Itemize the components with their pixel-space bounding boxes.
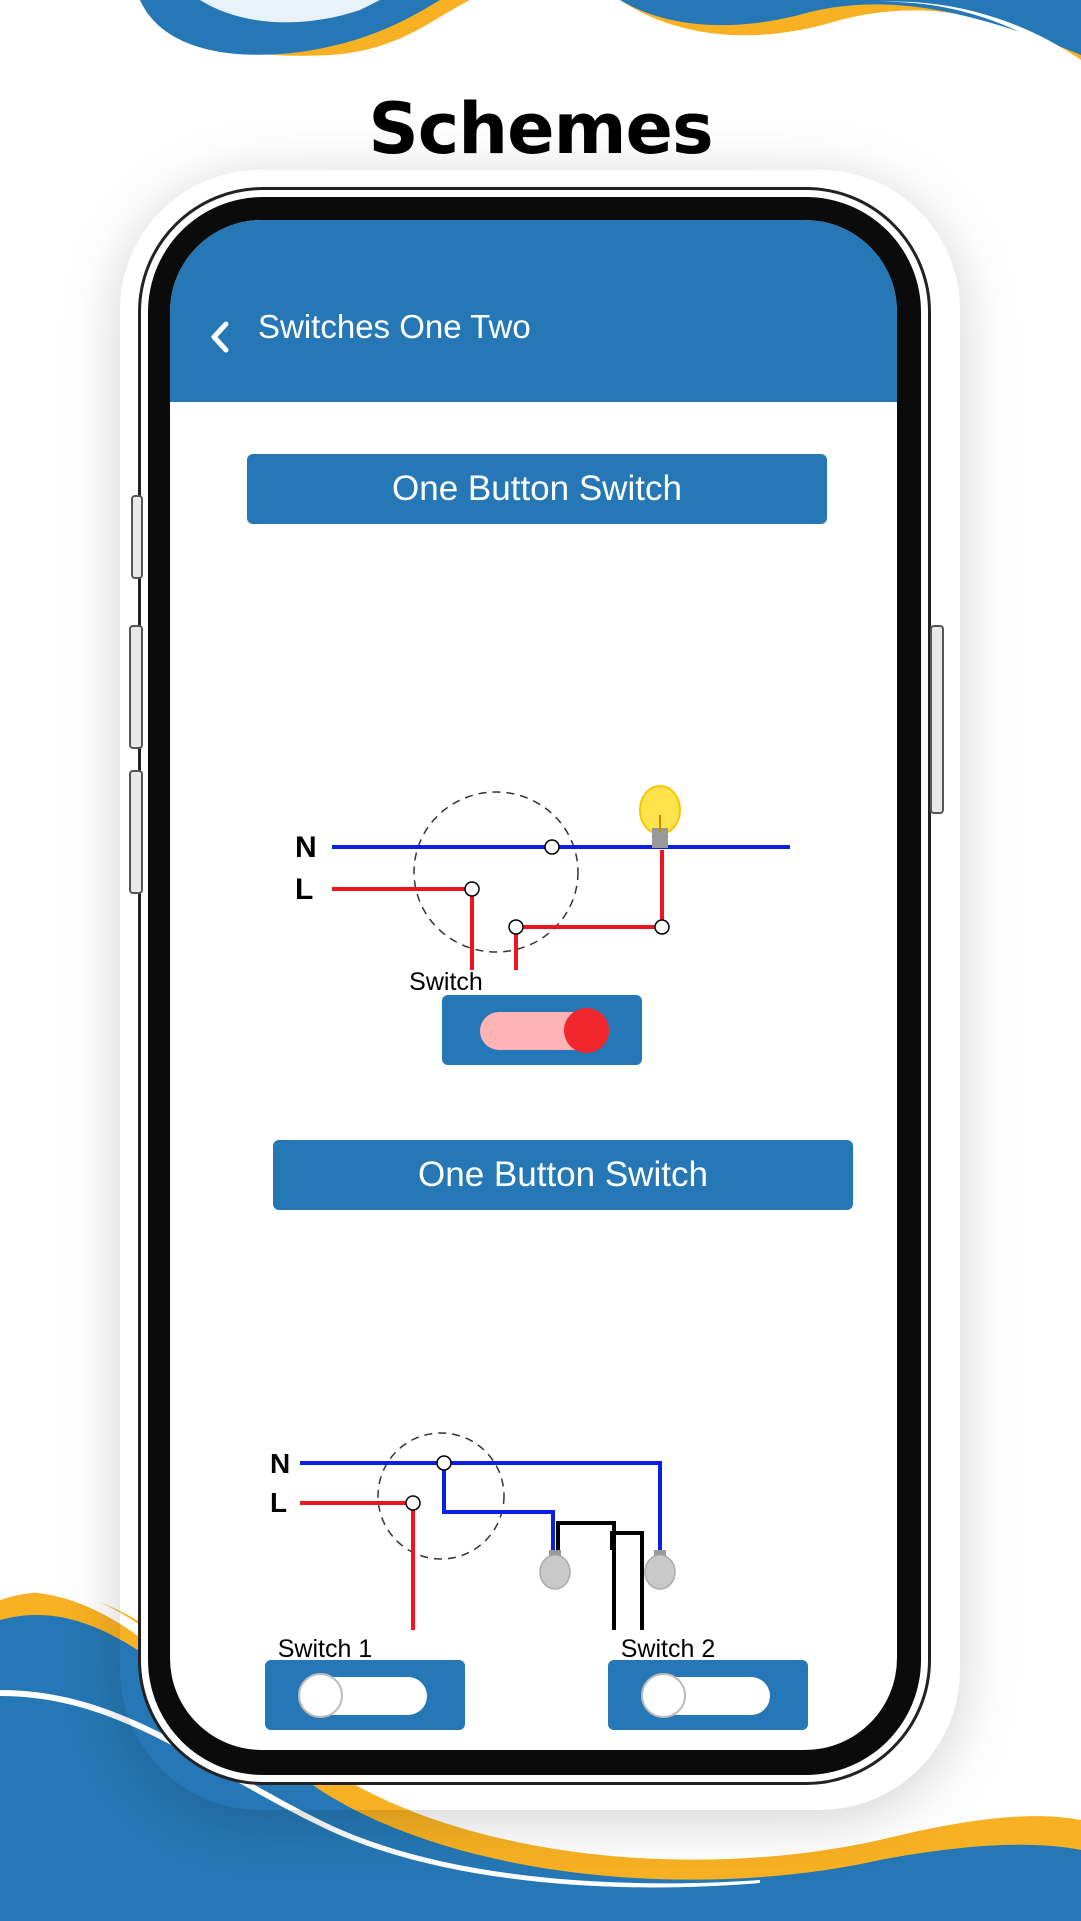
switch2-toggle-knob (641, 1673, 686, 1718)
two-button-switch-diagram: N L (270, 1432, 676, 1630)
light-bulb-icon (639, 785, 681, 848)
junction-box (413, 791, 579, 953)
switch-toggle-knob (564, 1008, 609, 1053)
switch2-label: Switch 2 (620, 1635, 716, 1663)
section2-title-banner: One Button Switch (273, 1140, 853, 1210)
phone-volume-up-button (129, 625, 143, 749)
phone-mute-button (131, 495, 143, 579)
section1-title-banner: One Button Switch (247, 454, 827, 524)
light-bulb-2-icon (644, 1550, 676, 1590)
live-label: L (295, 873, 313, 906)
switch1-toggle-knob (298, 1673, 343, 1718)
terminals (464, 839, 670, 935)
switched-wire-1 (610, 1531, 644, 1630)
back-button[interactable] (200, 312, 240, 362)
promo-title: Schemes (368, 88, 713, 170)
switch1-toggle[interactable] (265, 1660, 465, 1730)
app-screen: Switches One Two One Button Switch N L (170, 220, 897, 1750)
junction-box (377, 1432, 505, 1560)
chevron-left-icon (211, 321, 229, 353)
neutral-wire (300, 1461, 662, 1552)
phone-power-button (930, 625, 944, 814)
light-bulb-1-icon (539, 1550, 571, 1590)
terminals (405, 1455, 452, 1511)
section2-title: One Button Switch (418, 1155, 708, 1194)
one-button-switch-diagram: N L (295, 785, 790, 970)
page-title: Switches One Two (258, 308, 531, 345)
app-header: Switches One Two (170, 220, 897, 402)
section1-title: One Button Switch (392, 469, 682, 508)
switched-wire-2 (556, 1521, 616, 1630)
neutral-label: N (270, 1448, 290, 1479)
phone-volume-down-button (129, 770, 143, 894)
switch1-label: Switch 1 (277, 1635, 373, 1663)
live-wire (300, 1501, 415, 1630)
neutral-branch-wire (442, 1463, 555, 1552)
switch-toggle[interactable] (442, 995, 642, 1065)
switch2-toggle[interactable] (608, 1660, 808, 1730)
switch-label: Switch (409, 968, 483, 996)
live-label: L (270, 1487, 287, 1518)
neutral-label: N (295, 831, 317, 864)
